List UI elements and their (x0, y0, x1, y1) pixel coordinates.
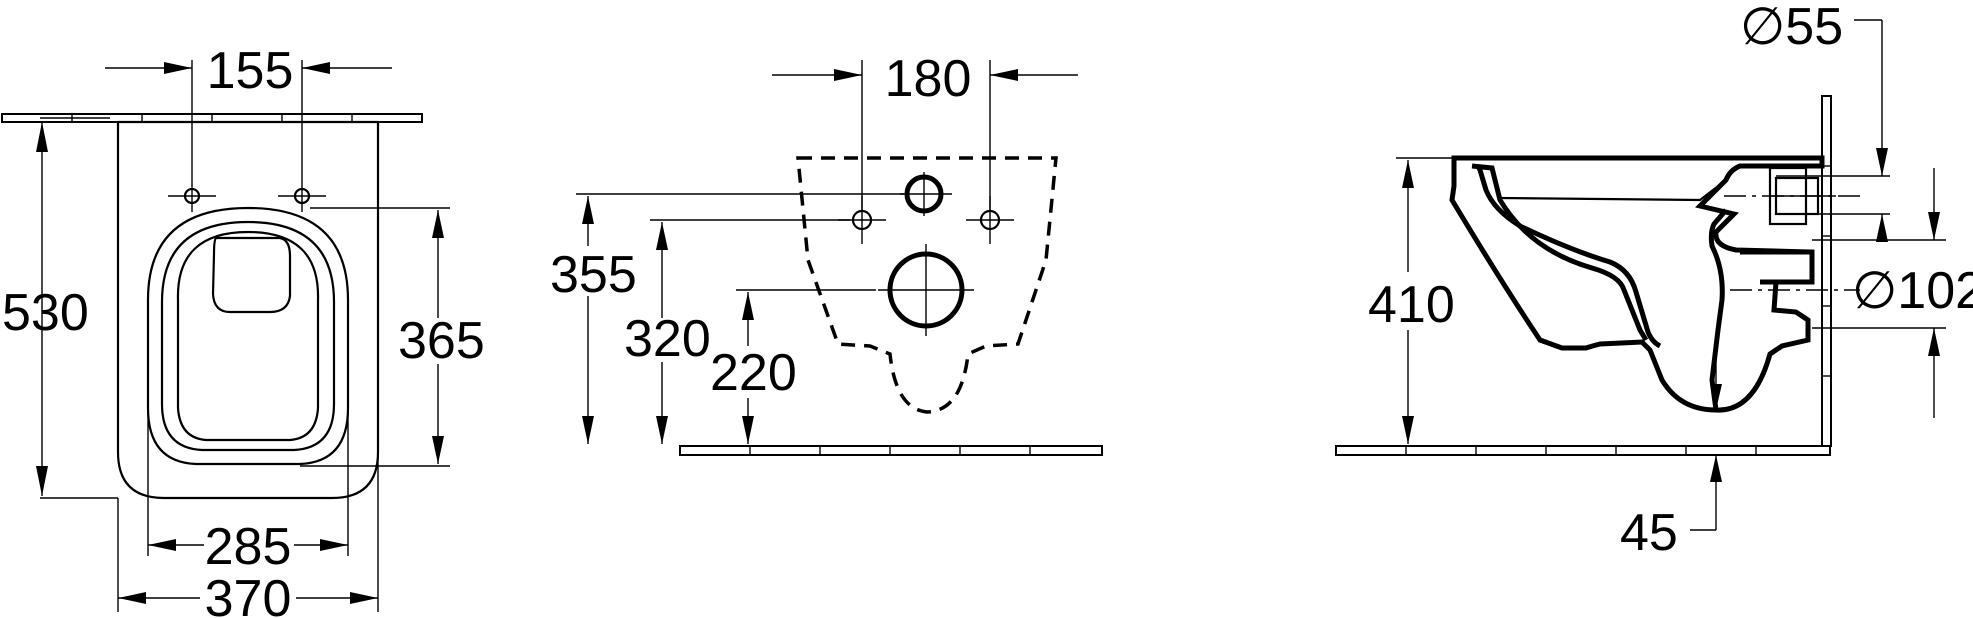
dim-label-355: 355 (550, 246, 637, 304)
inlet-hole-front (900, 172, 952, 216)
bowl-opening (176, 230, 320, 442)
dim-rim-height: 410 (1368, 157, 1455, 444)
dim-seat-width: 285 (147, 410, 349, 576)
rim-opening (211, 236, 292, 314)
dim-label-102: ∅102 (1852, 262, 1973, 320)
seat-outline (146, 206, 350, 466)
top-view: 155 530 365 285 (1, 42, 485, 618)
pan-inner-profile (1471, 163, 1649, 342)
floor-plate-side (1335, 445, 1831, 456)
front-view: 180 355 320 220 (550, 50, 1103, 456)
dim-label-220: 220 (710, 344, 797, 402)
side-view: ∅55 ∅102 410 45 (1335, 0, 1973, 562)
dim-inlet-diameter: ∅55 (1740, 0, 1890, 242)
dim-fixing-spacing-top: 155 (105, 42, 392, 178)
fixing-hole-left (168, 178, 216, 212)
dim-outlet-offset: 45 (1620, 346, 1722, 562)
dim-label-530: 530 (2, 284, 89, 342)
dim-height-a: 355 (550, 193, 904, 444)
inlet-connector (1740, 249, 1812, 285)
dim-label-410: 410 (1368, 276, 1455, 334)
floor-plate-front (679, 445, 1103, 456)
bowl-line (1475, 164, 1662, 349)
fixing-hole-right (278, 178, 326, 212)
dim-label-285: 285 (205, 518, 292, 576)
dim-to-fixing: 365 (300, 207, 485, 467)
dim-label-155: 155 (207, 42, 294, 100)
dim-overall-length: 530 (2, 117, 118, 499)
pan-outline-dashed (796, 156, 1058, 414)
dim-label-365: 365 (398, 312, 485, 370)
dim-label-55: ∅55 (1740, 0, 1843, 56)
outlet-hole-front (878, 244, 974, 336)
seat-inner-outline (160, 220, 336, 452)
siphon-line (1708, 208, 1728, 411)
dim-label-180: 180 (885, 50, 972, 108)
dim-label-320: 320 (624, 310, 711, 368)
dim-fixing-spacing-front: 180 (772, 50, 1078, 210)
dim-label-370: 370 (205, 570, 292, 618)
wall-plate-side (1821, 95, 1832, 447)
dim-height-b: 320 (624, 219, 850, 444)
pan-profile (1449, 155, 1825, 413)
bowl-outline-top (116, 120, 380, 500)
dim-outlet-diameter: ∅102 (1812, 168, 1973, 418)
dim-height-c: 220 (710, 289, 876, 444)
dim-overall-width: 370 (117, 452, 379, 618)
dim-label-45: 45 (1620, 504, 1678, 562)
rim-line (1499, 179, 1727, 202)
